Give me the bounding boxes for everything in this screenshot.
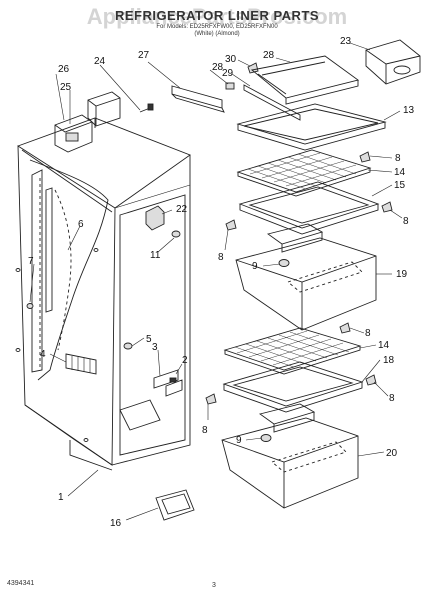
callout-3: 3 (152, 342, 158, 353)
callout-8-a: 8 (395, 153, 401, 164)
callout-11: 11 (150, 250, 161, 261)
watermark: AppliancePartsPros.com (86, 4, 348, 29)
page-number: 3 (212, 582, 216, 589)
callout-24: 25 (60, 82, 72, 93)
callout-27: 28 (212, 62, 224, 73)
crisper-drawer-19 (235, 223, 377, 331)
retainer-29 (243, 84, 301, 121)
callout-22: 22 (176, 204, 188, 215)
shelf-frame-13 (236, 103, 387, 151)
callout-2: 2 (182, 355, 188, 366)
callout-6: 6 (78, 219, 84, 230)
callout-21: 23 (340, 36, 352, 47)
callout-16: 16 (110, 518, 122, 529)
callout-29: 29 (222, 68, 234, 79)
model-colors: (White) (Almond) (194, 31, 240, 37)
callout-8-c: 8 (218, 252, 224, 263)
callout-8-f: 8 (202, 425, 208, 436)
heater-4 (65, 353, 97, 375)
callout-8-e: 8 (389, 393, 395, 404)
callout-8-d: 8 (365, 328, 371, 339)
cam-27 (225, 82, 235, 90)
glass-frame-18 (222, 361, 364, 413)
callout-19: 19 (396, 269, 408, 280)
callout-labels: 26 25 24 27 28 30 29 28 23 13 8 14 15 8 … (28, 36, 415, 529)
callout-4: 4 (40, 349, 46, 360)
callout-15: 15 (394, 180, 406, 191)
callout-5: 5 (146, 334, 152, 345)
callout-20: 20 (386, 448, 398, 459)
callout-28: 28 (263, 50, 275, 61)
callout-18: 18 (383, 355, 395, 366)
callout-13: 13 (403, 105, 415, 116)
callout-9-a: 9 (252, 261, 258, 272)
wire-shelf-14b (223, 327, 362, 375)
document-number: 4394341 (7, 580, 35, 587)
fasteners (123, 151, 393, 442)
rail-26 (171, 85, 225, 113)
callout-7: 7 (28, 256, 34, 267)
liner-cabinet (15, 117, 191, 471)
callout-9-b: 9 (236, 435, 242, 446)
dairy-bin-21 (365, 39, 421, 85)
panel-16 (155, 489, 195, 521)
screw-23 (139, 103, 154, 113)
leader-lines (29, 42, 403, 521)
control-housing (54, 91, 121, 153)
diagram-title: REFRIGERATOR LINER PARTS (114, 8, 320, 23)
glass-frame-15 (238, 181, 380, 235)
callout-14-a: 14 (394, 167, 406, 178)
callout-8-b: 8 (403, 216, 409, 227)
model-numbers: For Models: ED25RFXFW00, ED25RFXFN00 (156, 24, 278, 30)
clip-30 (247, 62, 259, 74)
thermistor-7 (26, 303, 34, 309)
callout-23: 24 (94, 56, 106, 67)
callout-1: 1 (58, 492, 64, 503)
wire-shelf-14a (236, 149, 372, 197)
crisper-drawer-20 (221, 403, 359, 509)
callout-30: 30 (225, 54, 237, 65)
callout-14-b: 14 (378, 340, 390, 351)
callout-26: 27 (138, 50, 150, 61)
brackets-2-3 (153, 369, 183, 397)
callout-25: 26 (58, 64, 70, 75)
crisper-cover-28 (250, 55, 360, 105)
